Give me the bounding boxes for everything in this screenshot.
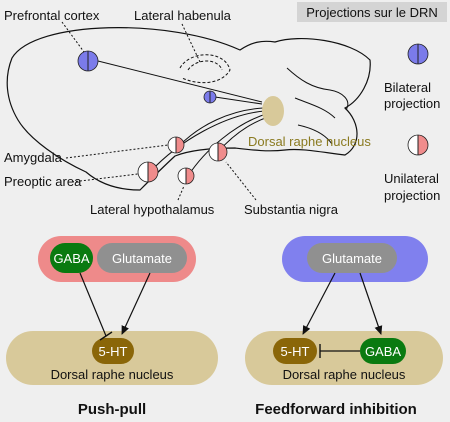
preoptic-circle	[137, 161, 159, 183]
cerebellum-fold	[297, 124, 333, 145]
pushpull-gaba-inhibit-line	[79, 272, 107, 337]
hypothalamus-label: Lateral hypothalamus	[90, 202, 215, 217]
hypothalamus-circle	[177, 167, 195, 185]
projection-lines	[97, 60, 269, 177]
ffw-5ht-pill	[273, 338, 317, 364]
leader-lines	[61, 21, 257, 201]
pushpull-glutamate-pill	[97, 243, 187, 273]
ffw-glutamate-to-5ht-arrow	[302, 272, 336, 335]
nigra-label: Substantia nigra	[244, 202, 339, 217]
ffw-drn-label: Dorsal raphe nucleus	[283, 367, 406, 382]
pushpull-glutamate-label: Glutamate	[112, 251, 172, 266]
drn-label: Dorsal raphe nucleus	[248, 134, 371, 149]
ffw-glutamate-label: Glutamate	[322, 251, 382, 266]
legend-unilateral-icon	[407, 134, 429, 156]
amygdala-label: Amygdala	[4, 150, 63, 165]
pushpull-inhibit-bar	[99, 331, 113, 341]
ffw-title: Feedforward inhibition	[255, 401, 417, 418]
brain-outline	[6, 27, 371, 191]
habenula-label: Lateral habenula	[134, 8, 232, 23]
amygdala-circle	[167, 136, 185, 154]
pushpull-5ht-pill	[92, 338, 134, 364]
pushpull-glutamate-arrow	[121, 272, 151, 335]
pushpull-gaba-label: GABA	[53, 251, 89, 266]
legend-bilateral-icon	[407, 43, 429, 65]
preoptic-label: Preoptic area	[4, 174, 82, 189]
pushpull-drn-label: Dorsal raphe nucleus	[51, 367, 174, 382]
prefrontal-circle	[77, 50, 99, 72]
pushpull-5ht-label: 5-HT	[99, 344, 128, 359]
drn-nucleus	[262, 96, 284, 126]
header-title: Projections sur le DRN	[306, 5, 438, 20]
ffw-gaba-label: GABA	[365, 344, 401, 359]
pushpull-gaba-pill	[50, 243, 93, 273]
habenula-circle	[203, 90, 217, 104]
legend-unilateral-line2: projection	[384, 188, 440, 203]
ffw-5ht-label: 5-HT	[281, 344, 310, 359]
cerebellum-fold	[294, 97, 336, 119]
ffw-glutamate-to-gaba-arrow	[359, 272, 383, 335]
pushpull-title: Push-pull	[78, 401, 146, 418]
hippocampus-outline	[187, 60, 223, 71]
legend-unilateral-line1: Unilateral	[384, 171, 439, 186]
header-box	[297, 2, 447, 22]
cerebellum-fold	[286, 67, 349, 111]
ffw-glutamate-pill	[307, 243, 397, 273]
ffw-gaba-pill	[360, 338, 406, 364]
prefrontal-label: Prefrontal cortex	[4, 8, 100, 23]
legend-bilateral-line1: Bilateral	[384, 80, 431, 95]
nigra-circle	[208, 142, 228, 162]
hippocampus-outline	[179, 54, 231, 84]
legend-bilateral-line2: projection	[384, 96, 440, 111]
